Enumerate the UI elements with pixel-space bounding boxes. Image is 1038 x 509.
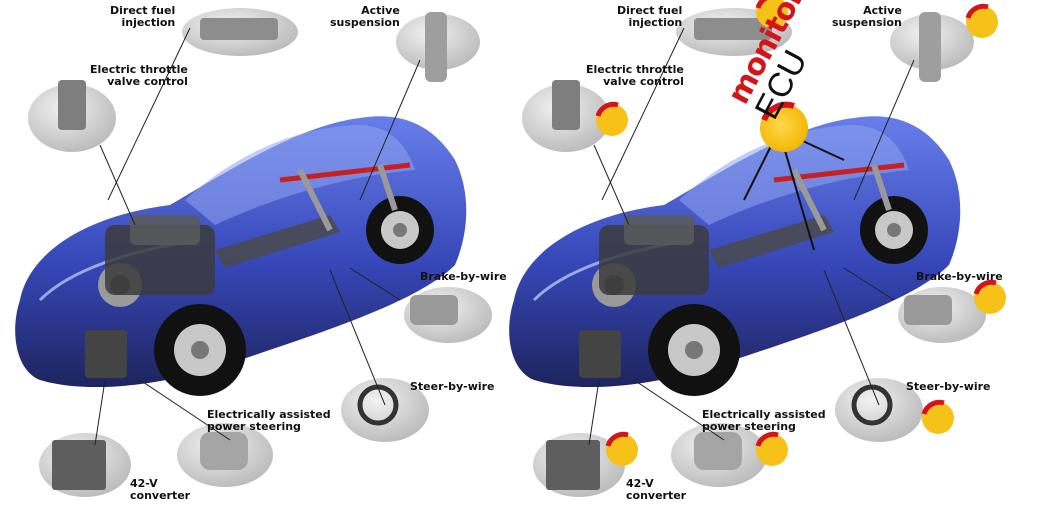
ecu-dot-main (760, 101, 808, 152)
ecu-dot-converter (605, 431, 638, 466)
label-steer-by-wire: Steer-by-wire (410, 380, 495, 393)
ecu-dot-fuel-injection (755, 0, 788, 28)
label-brake-by-wire-right: Brake-by-wire (916, 270, 1003, 283)
right-car-panel (509, 8, 986, 497)
ecu-dot-throttle (595, 101, 628, 136)
ecu-dot-brake (973, 279, 1006, 314)
label-brake-by-wire: Brake-by-wire (420, 270, 507, 283)
ecu-dot-steer (921, 399, 954, 434)
ecu-dot-active-suspension (965, 3, 998, 38)
ecu-dots (595, 0, 1006, 466)
ecu-dot-power-steering (755, 431, 788, 466)
label-steer-by-wire-right: Steer-by-wire (906, 380, 991, 393)
